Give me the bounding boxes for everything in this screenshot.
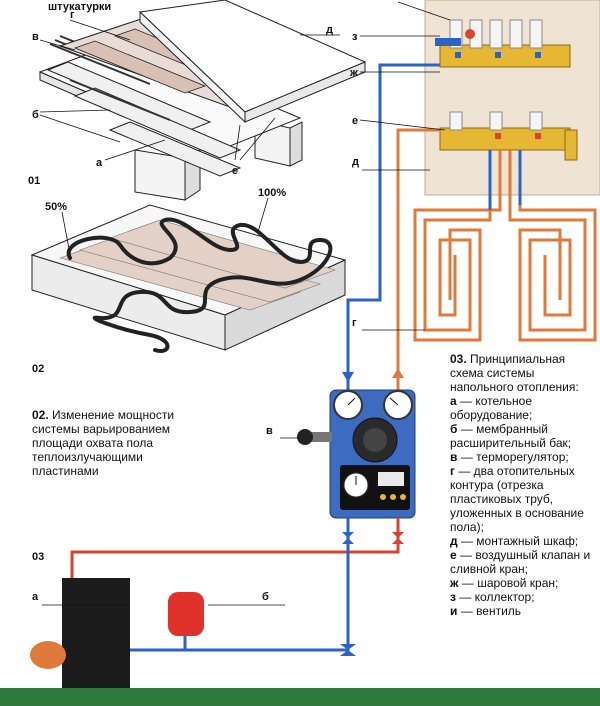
fig03-label-e: е <box>352 115 358 127</box>
fig03-legend: а — котельное оборудование; б — мембранн… <box>450 394 598 618</box>
fig01-label-a: а <box>96 157 103 169</box>
fig01-number: 01 <box>28 175 40 187</box>
boiler <box>62 578 130 688</box>
fig02-caption: 02. Изменение мощности системы варьирова… <box>32 408 182 478</box>
flow-arrow-up <box>392 368 404 378</box>
fig03-caption: 03. Принципиальная схема системы напольн… <box>450 352 598 618</box>
flow-arrow-down <box>342 372 354 382</box>
heating-loops <box>413 150 597 342</box>
fig02-caption-number: 02. <box>32 408 49 422</box>
fig01-leaders <box>39 19 340 161</box>
legend-item: ж — шаровой кран; <box>450 576 559 590</box>
legend-item: и — вентиль <box>450 604 522 618</box>
legend-item: з — коллектор; <box>450 590 535 604</box>
fig03-label-d: д <box>352 156 359 168</box>
fig01-label-e: е <box>232 165 238 177</box>
fig02-plates <box>59 219 336 311</box>
legend-item: е — воздушный клапан и сливной кран; <box>450 548 591 576</box>
valve-bottom <box>340 644 356 656</box>
fig02-caption-text: Изменение мощности системы варьированием… <box>32 408 175 478</box>
fig03-label-a: а <box>32 591 39 603</box>
fig03-label-z: з <box>352 31 358 43</box>
legend-item: д — монтажный шкаф; <box>450 534 579 548</box>
fig02-heating-cable-2 <box>92 315 170 353</box>
return-main-line <box>346 63 440 390</box>
burner <box>30 641 66 669</box>
fig02-number: 02 <box>32 363 44 375</box>
boiler-return-pipe <box>130 518 350 652</box>
supply-main-line <box>396 128 440 390</box>
collector-lower <box>439 111 571 151</box>
fig02-pct-left: 50% <box>45 201 67 213</box>
ground-line <box>0 688 600 706</box>
fig03-label-v: в <box>266 425 273 437</box>
fig03-label-b: б <box>262 591 269 603</box>
legend-item: б — мембранный расширительный бак; <box>450 422 572 450</box>
pump-unit <box>297 389 416 519</box>
figure-01-floor-layers: штукатурки г в б а д е 01 <box>28 0 367 201</box>
legend-item: в — терморегулятор; <box>450 450 569 464</box>
legend-item: г — два отопительных контура (отрезка пл… <box>450 464 584 534</box>
fig02-heating-cable <box>66 217 333 321</box>
legend-item: а — котельное оборудование; <box>450 394 533 422</box>
finish-floor-side <box>139 10 246 124</box>
fig02-pct-right: 100% <box>258 187 286 199</box>
fig01-label-v: в <box>32 31 39 43</box>
valve-red-top <box>465 29 475 39</box>
drain-valve <box>564 129 578 161</box>
top-cut-text: штукатурки <box>48 1 111 13</box>
collector-upper <box>439 19 571 68</box>
fig03-caption-title: Принципиальная схема системы напольного … <box>450 352 579 394</box>
fig01-label-b: б <box>32 109 39 121</box>
loop-blue-stubs <box>488 150 522 210</box>
fig03-leaders <box>42 1 451 606</box>
ball-valve-handle <box>435 38 461 46</box>
fig03-caption-number: 03. <box>450 352 467 366</box>
figure-02-plate-coverage: 50% 100% 02 <box>30 187 347 375</box>
fig01-label-d: д <box>326 24 333 36</box>
fig01-label-g: г <box>70 9 75 21</box>
fig03-number: 03 <box>32 551 44 563</box>
fig03-label-zh: ж <box>349 67 358 79</box>
boiler-supply-pipe <box>70 518 400 580</box>
fig03-label-g: г <box>352 317 357 329</box>
expansion-tank <box>168 592 204 636</box>
